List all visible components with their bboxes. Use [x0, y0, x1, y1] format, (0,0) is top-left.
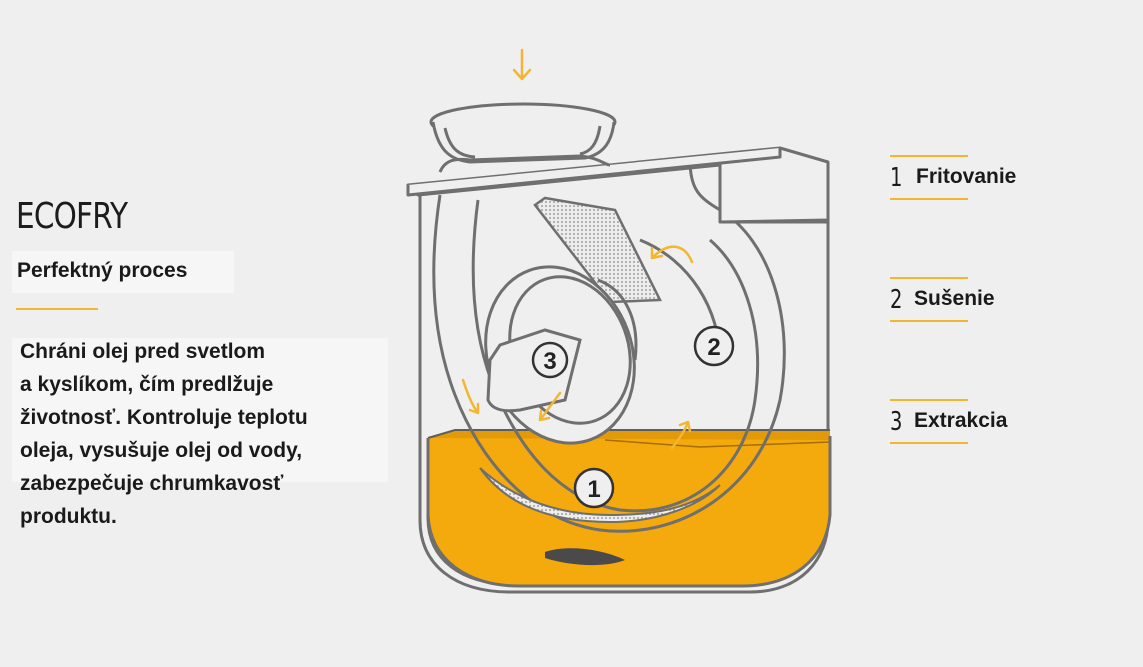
legend-number: 1 — [890, 163, 903, 193]
accent-divider — [16, 308, 98, 310]
legend-label: Extrakcia — [914, 409, 1008, 432]
description-line: oleja, vysušuje olej od vody, — [20, 439, 303, 462]
subtitle-background — [12, 251, 234, 293]
top-plate — [406, 146, 830, 224]
marker-2: 2 — [693, 325, 735, 367]
marker-3-label: 3 — [543, 348, 556, 375]
marker-1-label: 1 — [587, 476, 600, 503]
description-line: životnosť. Kontroluje teplotu — [20, 406, 308, 429]
legend-bottom-line — [890, 442, 968, 444]
mesh-basket — [479, 467, 721, 524]
description-background — [12, 338, 388, 482]
feed-funnel — [429, 102, 617, 173]
marker-2-label: 2 — [707, 334, 720, 361]
sediment — [545, 548, 625, 566]
marker-3: 3 — [531, 341, 569, 379]
legend-number: 2 — [890, 285, 903, 315]
description-line: Chráni olej pred svetlom — [20, 340, 266, 363]
legend-top-line — [890, 399, 968, 401]
legend-label: Sušenie — [914, 287, 995, 310]
legend-top-line — [890, 155, 968, 157]
flow-arrows — [461, 48, 694, 450]
description-line: produktu. — [20, 505, 117, 528]
legend-label: Fritovanie — [916, 165, 1017, 188]
brand-title: ECOFRY — [16, 196, 128, 237]
description-line: zabezpečuje chrumkavosť — [20, 472, 284, 495]
marker-1: 1 — [573, 467, 615, 509]
legend-top-line — [890, 277, 968, 279]
oil-pool — [426, 429, 832, 588]
subtitle: Perfektný proces — [17, 259, 188, 282]
description-line: a kyslíkom, čím predlžuje — [20, 373, 274, 396]
legend-bottom-line — [890, 198, 968, 200]
legend-number: 3 — [890, 407, 903, 437]
legend-bottom-line — [890, 320, 968, 322]
description: Chráni olej pred svetlom a kyslíkom, čím… — [20, 335, 392, 533]
